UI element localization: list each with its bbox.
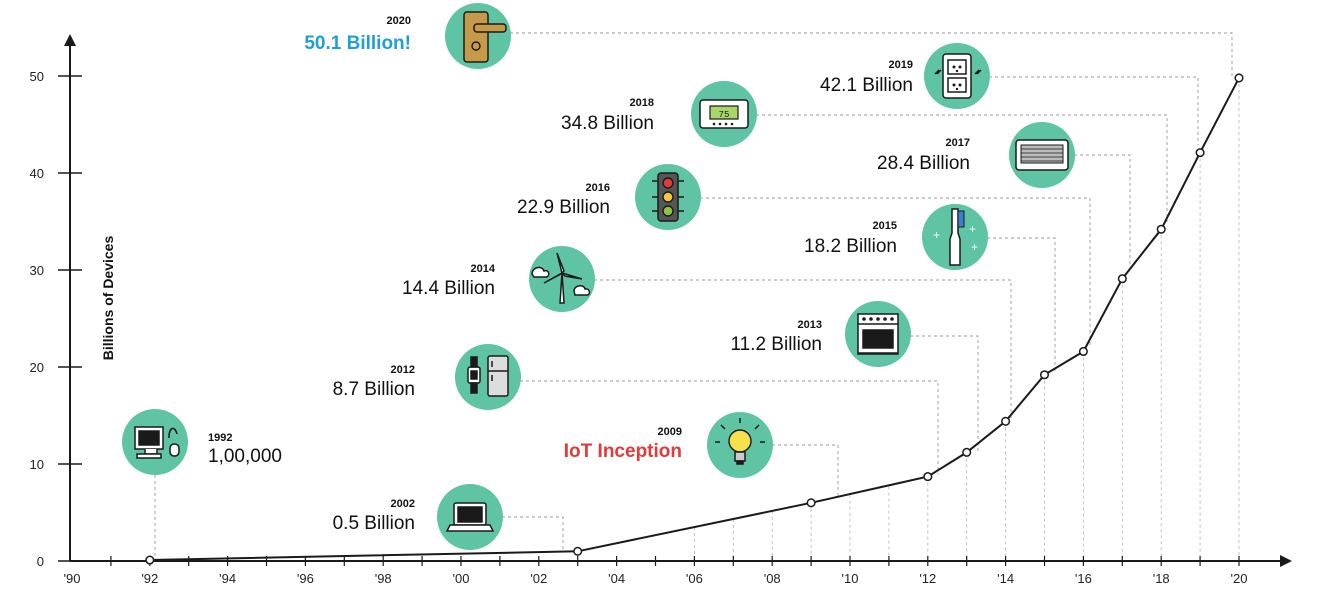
leader-line	[989, 76, 1199, 145]
x-axis-arrow	[1280, 555, 1292, 567]
leader-line	[987, 237, 1056, 372]
x-tick-label: '04	[608, 571, 625, 586]
leader-line	[700, 197, 1091, 347]
annotation-year: 2015	[873, 220, 897, 232]
x-tick-label: '08	[764, 571, 781, 586]
annotation-value: IoT Inception	[564, 441, 682, 462]
annotation-year: 2020	[387, 15, 411, 27]
laptop-icon	[437, 484, 503, 550]
annotation-value: 1,00,000	[208, 446, 282, 467]
x-ticks: '90 '92 '94 '96 '98 '00 '02 '04 '06 '08 '10 '12 '14 '…	[64, 556, 1248, 586]
data-point	[1078, 346, 1088, 357]
svg-text:+: +	[971, 240, 978, 254]
annotation-value: 34.8 Billion	[561, 113, 654, 134]
series-line	[149, 77, 1240, 561]
air-conditioner-icon	[1009, 122, 1075, 188]
y-tick-label: 40	[30, 166, 44, 181]
leader-line	[502, 516, 564, 550]
annotation-year: 2014	[471, 263, 496, 275]
drop-lines	[693, 77, 1240, 556]
power-outlet-icon	[924, 43, 990, 109]
desktop-computer-icon	[122, 409, 188, 475]
annotation-value: 28.4 Billion	[877, 153, 970, 174]
leader-lines	[154, 32, 1233, 556]
wind-turbine-icon	[529, 246, 595, 312]
data-point	[1117, 274, 1127, 284]
toothbrush-icon: + + +	[922, 204, 988, 270]
traffic-light-icon	[635, 164, 701, 230]
data-points	[145, 73, 1244, 565]
leader-line	[756, 114, 1168, 222]
svg-text:+: +	[933, 228, 940, 242]
annotation-year: 1992	[208, 432, 232, 444]
data-point	[1156, 224, 1166, 234]
x-tick-label: '14	[997, 571, 1014, 586]
data-point	[573, 546, 583, 556]
x-tick-label: '02	[530, 571, 547, 586]
data-point	[806, 498, 816, 508]
series	[149, 77, 1240, 561]
x-tick-label: '06	[686, 571, 703, 586]
x-tick-label: '18	[1153, 571, 1170, 586]
data-point	[1001, 416, 1011, 426]
annotation-year: 2017	[946, 137, 970, 149]
y-tick-label: 30	[30, 263, 44, 278]
data-point	[145, 555, 155, 565]
svg-text:75: 75	[719, 110, 730, 120]
oven-icon	[845, 301, 911, 367]
leader-line	[1074, 154, 1131, 273]
annotation-value: 42.1 Billion	[820, 75, 913, 96]
thermostat-icon: 75	[691, 81, 757, 147]
annotation-year: 2019	[889, 59, 913, 71]
y-ticks: 0 10 20 30 40 50	[30, 69, 82, 569]
annotation-year: 2009	[658, 426, 682, 438]
data-point	[1234, 73, 1244, 83]
annotation-value: 14.4 Billion	[402, 278, 495, 299]
smartwatch-fridge-icon	[455, 344, 521, 410]
x-tick-label: '20	[1231, 571, 1248, 586]
y-axis-arrow	[64, 34, 76, 46]
annotation-year: 2016	[586, 182, 610, 194]
leader-line	[594, 279, 1012, 419]
x-tick-label: '00	[453, 571, 470, 586]
x-tick-label: '10	[842, 571, 859, 586]
svg-text:+: +	[969, 222, 976, 236]
leader-line	[510, 32, 1233, 76]
data-point	[1195, 148, 1205, 158]
annotation-value: 11.2 Billion	[730, 334, 822, 355]
x-tick-label: '96	[297, 571, 314, 586]
x-tick-label: '90	[64, 571, 81, 586]
data-point	[923, 472, 933, 482]
x-tick-label: '16	[1075, 571, 1092, 586]
annotation-value: 50.1 Billion!	[304, 33, 411, 54]
annotation-year: 2013	[798, 319, 822, 331]
door-handle-icon	[445, 3, 511, 69]
y-axis-label: Billions of Devices	[100, 236, 116, 361]
annotation-value: 18.2 Billion	[804, 236, 897, 257]
leader-line	[520, 380, 939, 474]
data-point	[1039, 370, 1050, 380]
y-tick-label: 20	[30, 360, 44, 375]
annotation-year: 2018	[630, 97, 654, 109]
data-point	[962, 447, 972, 457]
annotation-year: 2012	[391, 364, 415, 376]
x-tick-label: '98	[375, 571, 392, 586]
y-tick-label: 10	[30, 457, 44, 472]
y-tick-label: 50	[30, 69, 44, 84]
y-tick-label: 0	[37, 554, 44, 569]
x-tick-label: '94	[219, 571, 236, 586]
leader-line	[910, 335, 979, 451]
annotation-value: 22.9 Billion	[517, 197, 610, 218]
annotation-year: 2002	[391, 498, 415, 510]
axes	[64, 34, 1292, 567]
x-tick-label: '92	[141, 571, 158, 586]
icons: + + +75	[122, 3, 1075, 550]
annotation-value: 0.5 Billion	[333, 513, 415, 534]
leader-line	[772, 444, 839, 499]
annotation-value: 8.7 Billion	[333, 379, 415, 400]
light-bulb-icon	[707, 412, 773, 478]
x-tick-label: '12	[919, 571, 936, 586]
